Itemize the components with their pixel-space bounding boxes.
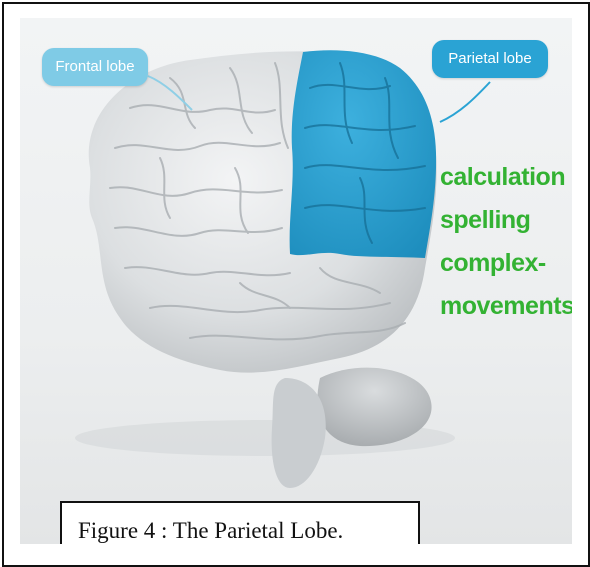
parietal-lobe-label: Parietal lobe	[432, 40, 548, 78]
parietal-lobe-region	[290, 50, 436, 258]
frontal-lobe-label: Frontal lobe	[42, 48, 148, 86]
function-item: calculation	[440, 156, 572, 199]
function-item: complex-	[440, 242, 572, 285]
brain-illustration-panel: Frontal lobe Parietal lobe calculation s…	[20, 18, 572, 544]
figure-caption: Figure 4 : The Parietal Lobe.	[60, 501, 420, 544]
function-item: movements	[440, 285, 572, 328]
function-item: spelling	[440, 199, 572, 242]
parietal-pointer-line	[440, 82, 490, 122]
parietal-functions-list: calculation spelling complex- movements	[440, 156, 572, 328]
